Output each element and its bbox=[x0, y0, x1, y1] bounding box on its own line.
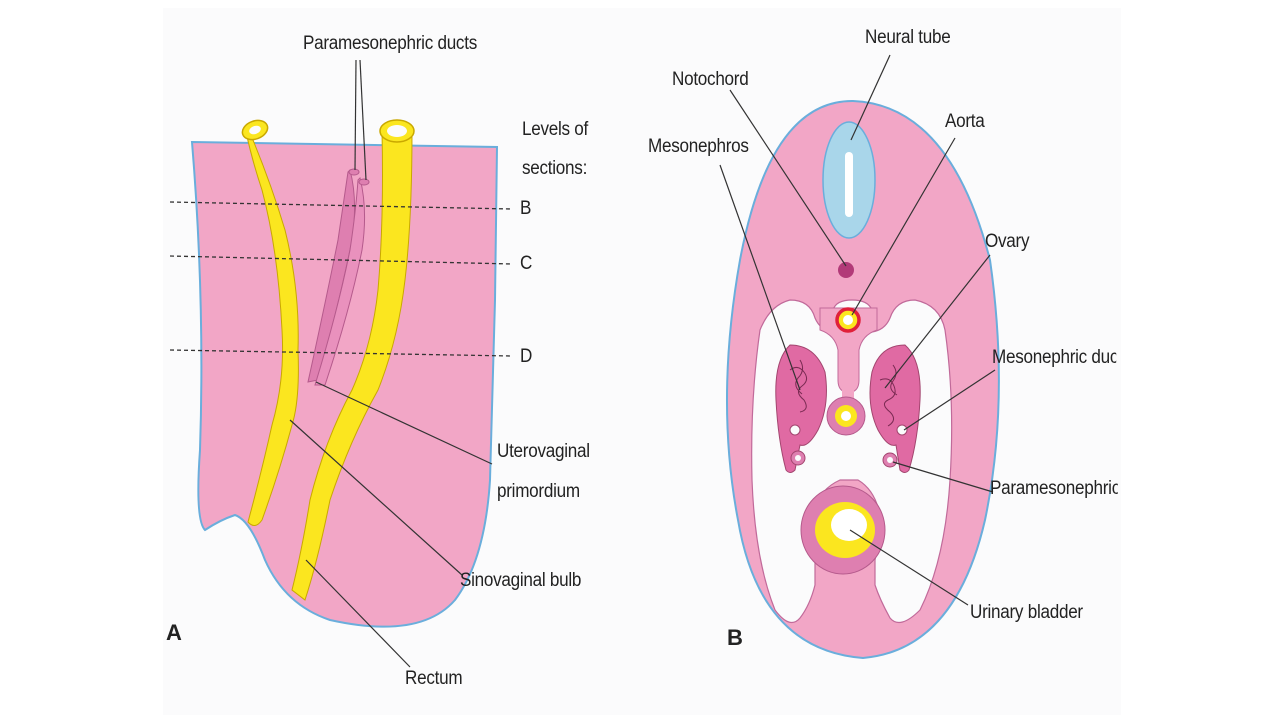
leader-line bbox=[359, 59, 367, 181]
label-uterovaginal: Uterovaginal bbox=[497, 441, 590, 462]
duct-lumen bbox=[387, 125, 407, 137]
mesonephric-duct-right-shape bbox=[896, 424, 908, 436]
leader-line bbox=[850, 54, 891, 141]
neural-canal bbox=[845, 152, 853, 217]
leader-line bbox=[851, 137, 956, 316]
mesonephros-left bbox=[775, 344, 827, 473]
leader-line bbox=[892, 461, 994, 493]
label-paramesonephric-ducts: Paramesonephric ducts bbox=[303, 33, 477, 54]
label-neural-tube: Neural tube bbox=[865, 27, 951, 48]
label-aorta: Aorta bbox=[945, 111, 985, 132]
label-levels-of: Levels of bbox=[522, 119, 589, 140]
label-level-c: C bbox=[520, 253, 533, 274]
duct-lumen bbox=[348, 168, 360, 176]
duct-lumen bbox=[358, 178, 370, 186]
paramesonephric-duct-drawing bbox=[314, 177, 366, 386]
mesonephros-right bbox=[869, 344, 921, 473]
panel-a-drawing bbox=[169, 59, 513, 668]
mesonephric-duct-left bbox=[245, 126, 299, 526]
panel-b-drawing bbox=[719, 54, 1000, 660]
tubule-detail bbox=[890, 364, 898, 396]
mesonephric-duct-left-shape bbox=[789, 424, 801, 436]
leader-line bbox=[719, 164, 801, 391]
label-paramesonephric-duct: Paramesonephric duct bbox=[990, 479, 1118, 499]
leader-line bbox=[354, 59, 357, 171]
leader-line bbox=[315, 381, 493, 465]
duct-lumen bbox=[249, 125, 261, 135]
label-rectum: Rectum bbox=[405, 668, 463, 689]
label-urinary-bladder: Urinary bladder bbox=[970, 602, 1083, 623]
label-sections: sections: bbox=[522, 158, 588, 179]
mesenchyme-block bbox=[190, 140, 499, 628]
label-ovary: Ovary bbox=[985, 231, 1030, 252]
tubule-detail bbox=[789, 366, 808, 413]
leader-line bbox=[729, 89, 847, 267]
label-level-b: B bbox=[520, 198, 532, 219]
section-line-b bbox=[169, 201, 513, 210]
section-line-d bbox=[169, 349, 513, 357]
mesonephric-duct-right bbox=[291, 131, 413, 601]
mesentery-stalk bbox=[842, 352, 854, 402]
leader-line bbox=[289, 419, 463, 576]
leader-line bbox=[884, 254, 991, 389]
label-notochord: Notochord bbox=[672, 69, 749, 90]
notochord-shape bbox=[838, 262, 854, 278]
leader-line bbox=[849, 529, 969, 606]
aorta-lumen bbox=[843, 315, 853, 325]
leader-line bbox=[305, 559, 411, 668]
leader-line bbox=[903, 369, 996, 431]
panel-b-letter: B bbox=[727, 625, 743, 650]
label-level-d: D bbox=[520, 346, 533, 367]
tubule-detail bbox=[879, 378, 896, 427]
label-sinovaginal-bulb: Sinovaginal bulb bbox=[460, 570, 582, 591]
label-mesonephros: Mesonephros bbox=[648, 136, 749, 157]
tubule-detail bbox=[795, 359, 804, 395]
label-mesonephric-duct: Mesonephric duct bbox=[992, 348, 1117, 368]
panel-a-letter: A bbox=[166, 620, 182, 645]
section-line-c bbox=[169, 255, 513, 265]
label-primordium: primordium bbox=[497, 481, 580, 502]
